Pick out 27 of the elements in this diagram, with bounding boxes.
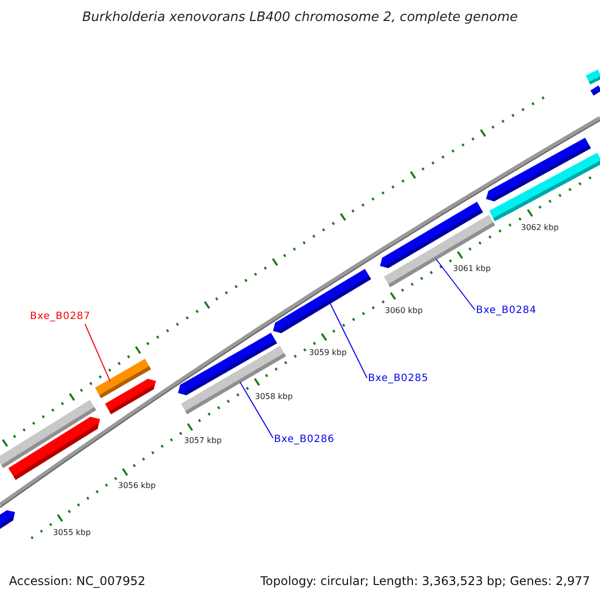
gene-bar — [8, 416, 100, 480]
gene-label: Bxe_B0285 — [368, 374, 428, 384]
gene-bar — [590, 86, 600, 96]
leader-line — [330, 302, 368, 378]
gene-bar — [273, 268, 372, 334]
leader-line — [436, 258, 476, 310]
accession-text: Accession: NC_007952 — [9, 575, 146, 587]
gene-label: Bxe_B0286 — [274, 435, 334, 445]
gene-bar — [489, 152, 600, 222]
gene-bar — [586, 70, 600, 84]
tick-label: 3060 kbp — [385, 307, 423, 315]
tick-label: 3059 kbp — [309, 349, 347, 357]
genome-stats-text: Topology: circular; Length: 3,363,523 bp; Genes: 2,977 — [260, 575, 590, 587]
leader-line — [240, 382, 274, 438]
gene-bar — [0, 510, 15, 530]
tick-label: 3062 kbp — [521, 224, 559, 232]
gene-bar — [105, 378, 156, 414]
gene-label: Bxe_B0284 — [476, 306, 536, 316]
tick-label: 3056 kbp — [118, 482, 156, 490]
tick-label: 3058 kbp — [255, 393, 293, 401]
tick-label: 3057 kbp — [184, 437, 222, 445]
leader-line — [84, 324, 110, 382]
gene-label: Bxe_B0287 — [30, 312, 90, 322]
title: Burkholderia xenovorans LB400 chromosome 2, complete genome — [81, 11, 519, 24]
tick-label: 3055 kbp — [53, 529, 91, 537]
tick-label: 3061 kbp — [453, 265, 491, 273]
gene-bar — [384, 214, 496, 288]
